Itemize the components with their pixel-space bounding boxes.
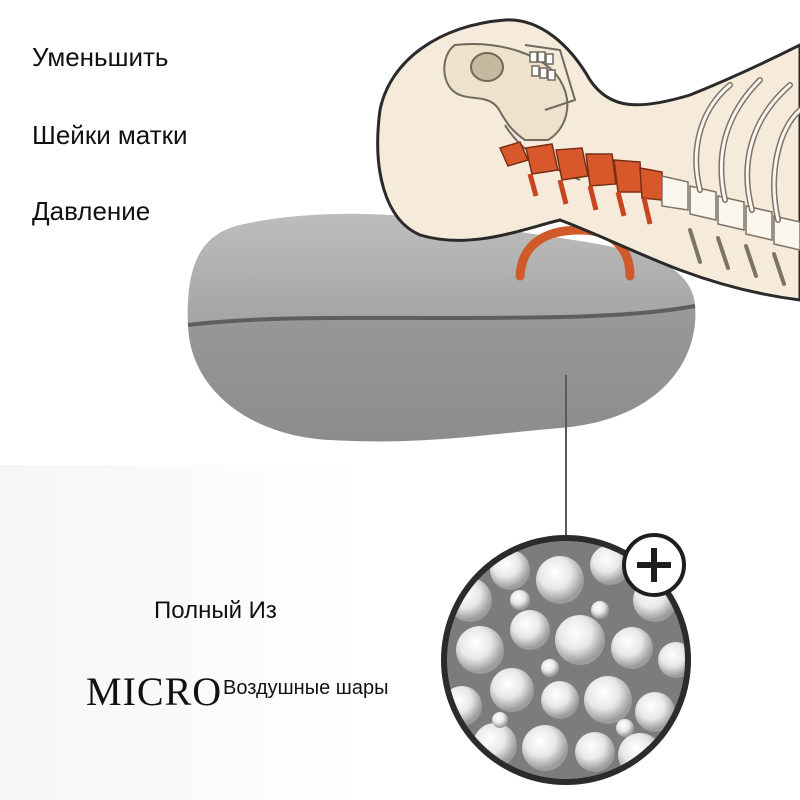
cervical-spine (498, 141, 663, 225)
full-of-label: Полный Из (154, 597, 277, 624)
micro-label: MICRO (86, 669, 223, 714)
micro-balls-magnifier (441, 535, 691, 785)
pressure-relief-arc (515, 225, 635, 281)
plus-icon (622, 533, 686, 597)
background-panel (0, 465, 370, 800)
cervical-label: Шейки матки (26, 116, 196, 155)
thoracic-spine (661, 175, 800, 251)
ribs (688, 77, 800, 286)
air-balls-label: Воздушные шары (223, 677, 389, 699)
pillow (187, 213, 696, 442)
pressure-label: Давление (26, 192, 159, 231)
reduce-label: Уменьшить (26, 38, 177, 77)
